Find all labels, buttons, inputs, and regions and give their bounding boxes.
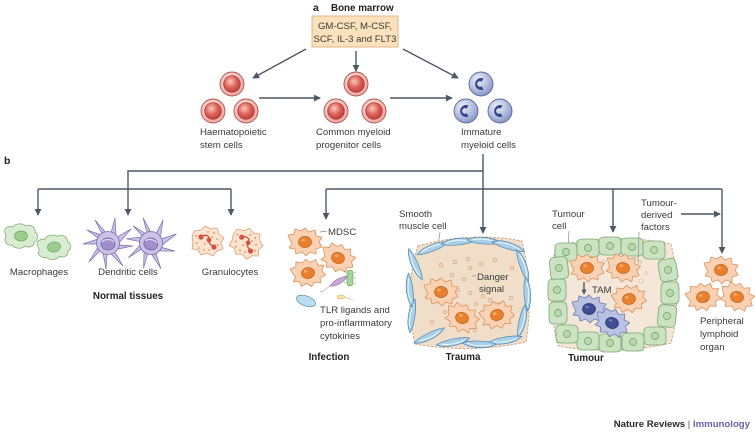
growth-factors-line-2: SCF, IL-3 and FLT3	[313, 34, 396, 45]
granulocyte-cell	[226, 223, 268, 264]
tumour-cell	[548, 255, 570, 281]
tlr-ligands-line-1: TLR ligands and	[320, 305, 390, 316]
immature-myeloid-cell	[468, 71, 494, 97]
tumour-cell	[620, 237, 644, 257]
arrow-to-dendritic-cells	[124, 170, 483, 216]
tumour-cell	[656, 303, 678, 329]
tumour-cell	[576, 331, 600, 351]
stem-cell	[200, 98, 226, 124]
infection-heading: Infection	[309, 352, 350, 363]
tumour-heading: Tumour	[568, 353, 604, 364]
mdsc-cell	[288, 255, 328, 291]
mdsc-label: MDSC	[328, 227, 356, 238]
trauma-heading: Trauma	[446, 352, 481, 363]
smooth-muscle-label-line-1: Smooth	[399, 209, 432, 220]
danger-signal-label-line-2: signal	[479, 284, 504, 295]
bacterium-pili-icon	[343, 270, 357, 285]
branching-connectors	[34, 154, 726, 254]
tumour-cell	[656, 257, 680, 283]
tumour-cell	[621, 332, 645, 352]
cmp-label-line-2: progenitor cells	[316, 140, 381, 151]
immature-label-line-2: myeloid cells	[461, 140, 516, 151]
stem-cell	[219, 71, 245, 97]
small-bacterium-icon	[336, 294, 346, 300]
immature-myeloid-cell	[487, 98, 513, 124]
tam-label: TAM	[592, 285, 612, 296]
tlr-ligands-line-2: pro-inflammatory	[320, 318, 392, 329]
journal-section: Immunology	[693, 419, 751, 430]
journal-credit: Nature Reviews | Immunology	[614, 419, 751, 430]
mdsc-cell	[287, 227, 323, 257]
arrow-factors-to-immature	[402, 48, 459, 79]
dendritic-cell	[82, 217, 134, 270]
danger-signal-label-line-1: Danger	[477, 272, 509, 283]
granulocyte-cell	[191, 225, 225, 257]
peripheral-label-line-2: lymphoid	[700, 329, 738, 340]
granulocytes-label: Granulocytes	[202, 267, 259, 278]
infection-group: MDSC TLR ligands and pro-inflammatory cy…	[287, 227, 392, 363]
tumour-group: Tumour cell Tumour- derived factors	[547, 198, 721, 364]
progenitor-cell	[323, 98, 349, 124]
tumour-factors-label-line-1: Tumour-	[641, 198, 677, 209]
credit-separator: |	[685, 419, 693, 430]
macrophage-cell	[4, 223, 38, 249]
tumour-cell	[555, 324, 579, 344]
macrophages-label: Macrophages	[10, 267, 68, 278]
tumour-cell	[548, 301, 568, 325]
tlr-ligands-line-3: cytokines	[320, 331, 360, 342]
immature-myeloid-cell	[453, 98, 479, 124]
peripheral-label-line-3: organ	[700, 342, 725, 353]
progenitor-cell	[343, 71, 369, 97]
immature-label-line-1: Immature	[461, 127, 502, 138]
mdsc-cell	[716, 278, 755, 316]
protozoan-icon	[329, 275, 349, 287]
progenitor-cell	[361, 98, 387, 124]
cmp-label-line-1: Common myeloid	[316, 127, 391, 138]
hsc-label-line-1: Haematopoietic	[200, 127, 267, 138]
tumour-factors-label-line-3: factors	[641, 222, 670, 233]
tumour-cell	[598, 236, 622, 256]
flagellum-icon	[319, 285, 331, 293]
bacterium-tail-icon	[344, 296, 354, 301]
normal-tissues-group: Macrophages Dendritic cells Granulocytes…	[4, 212, 268, 302]
macrophage-cell	[35, 232, 73, 262]
arrow-factors-to-hsc	[252, 48, 307, 79]
normal-tissues-heading: Normal tissues	[93, 291, 164, 302]
common-myeloid-progenitor-cells: Common myeloid progenitor cells	[316, 71, 391, 151]
tumour-cell	[643, 326, 667, 346]
tumour-cell-label-line-2: cell	[552, 221, 566, 232]
haematopoietic-stem-cells: Haematopoietic stem cells	[200, 71, 267, 151]
peripheral-lymphoid-organ-group: Peripheral lymphoid organ	[682, 255, 755, 353]
tumour-cell	[547, 278, 567, 302]
rod-bacterium-icon	[346, 269, 354, 287]
smooth-muscle-label-line-2: muscle cell	[399, 221, 446, 232]
hsc-label-line-2: stem cells	[200, 140, 243, 151]
tumour-cell	[660, 281, 680, 305]
trauma-group: Smooth muscle cell	[399, 209, 533, 363]
tumour-cell	[642, 240, 666, 260]
immature-myeloid-cells: Immature myeloid cells	[453, 71, 516, 151]
growth-factors-line-1: GM-CSF, M-CSF,	[318, 21, 392, 32]
tumour-cell-label-line-1: Tumour	[552, 209, 586, 220]
peripheral-label-line-1: Peripheral	[700, 316, 744, 327]
mdsc-cell	[682, 279, 724, 315]
tumour-cell	[576, 238, 600, 258]
dendritic-cells-label: Dendritic cells	[98, 267, 158, 278]
bone-marrow-title: Bone marrow	[331, 3, 394, 14]
tumour-factors-label-line-2: derived	[641, 210, 672, 221]
capsule-bacterium-icon	[296, 294, 316, 308]
tumour-factors-pointer	[637, 231, 640, 263]
mdsc-pointer	[319, 230, 328, 233]
dendritic-cell	[120, 212, 182, 275]
panel-b-letter: b	[4, 155, 10, 167]
mdsc-cell	[703, 255, 739, 285]
stem-cell	[233, 98, 259, 124]
growth-factors-box: GM-CSF, M-CSF, SCF, IL-3 and FLT3	[311, 15, 399, 48]
panel-a-letter: a	[313, 2, 319, 14]
pathogens	[296, 269, 357, 308]
journal-name: Nature Reviews	[614, 419, 685, 430]
